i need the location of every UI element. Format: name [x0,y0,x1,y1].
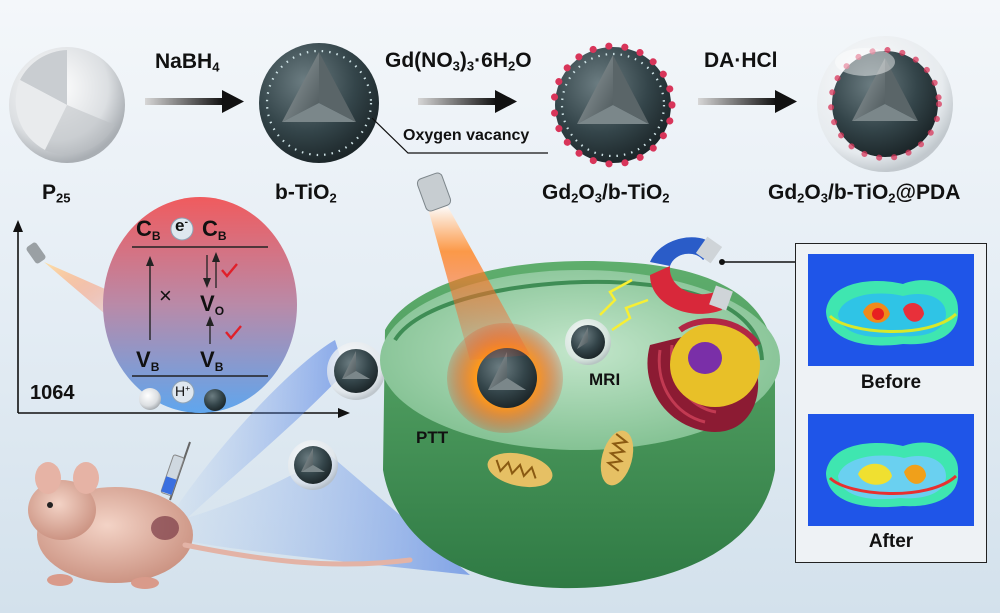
magnet-icon [650,236,733,314]
delivery-beam-upper [178,340,345,520]
reagent-nabh4: NaBH4 [155,50,220,75]
caption-after: After [868,531,914,552]
arrow-step3 [698,90,797,113]
label-hole: H+ [175,383,191,399]
mri-comparison-panel: Before After [795,243,987,563]
gd-btio2-pda-sphere [817,36,953,172]
magnetic-sparks [599,278,649,332]
oxygen-vacancy-label: Oxygen vacancy [403,127,530,144]
label-p25: P25 [42,181,71,206]
label-electron: e- [175,216,188,235]
mri-image-before [808,254,974,366]
laser-ptt [416,172,530,360]
band-ellipse [103,197,297,413]
reagent-gd-nitrate: Gd(NO3)3·6H2O [385,49,532,74]
label-gd-btio2: Gd2O3/b-TiO2 [542,181,670,206]
floating-particle-1 [327,342,385,400]
mouse-illustration [28,462,413,589]
reagent-da-hcl: DA·HCl [704,49,778,72]
label-cb-left: CB [136,216,161,243]
oxygen-vacancy-leader [371,117,548,154]
label-btio2: b-TiO2 [275,181,337,206]
golgi-and-nucleus [647,318,761,432]
label-mri: MRI [589,370,621,389]
gd-btio2-sphere [550,42,676,168]
mitochondrion-2 [600,430,634,486]
syringe [160,441,191,501]
label-cb-right: CB [202,216,227,243]
label-wavelength: 1064 [30,382,75,404]
mri-image-after [808,414,974,526]
arrow-step1 [145,90,244,113]
label-blocked: × [159,283,172,308]
label-ptt: PTT [416,428,449,447]
label-vo: VO [200,291,225,318]
caption-before: Before [860,372,922,393]
arrow-step2 [418,90,517,113]
label-vb-left: VB [136,347,160,374]
label-vb-right: VB [200,347,224,374]
label-gd-btio2-pda: Gd2O3/b-TiO2@PDA [768,181,961,206]
floating-particle-2 [288,440,338,490]
btio2-sphere [259,43,379,163]
p25-sphere [9,47,125,163]
mri-particle [565,319,611,365]
mitochondrion-1 [487,452,553,488]
delivery-beam-lower [180,455,470,575]
